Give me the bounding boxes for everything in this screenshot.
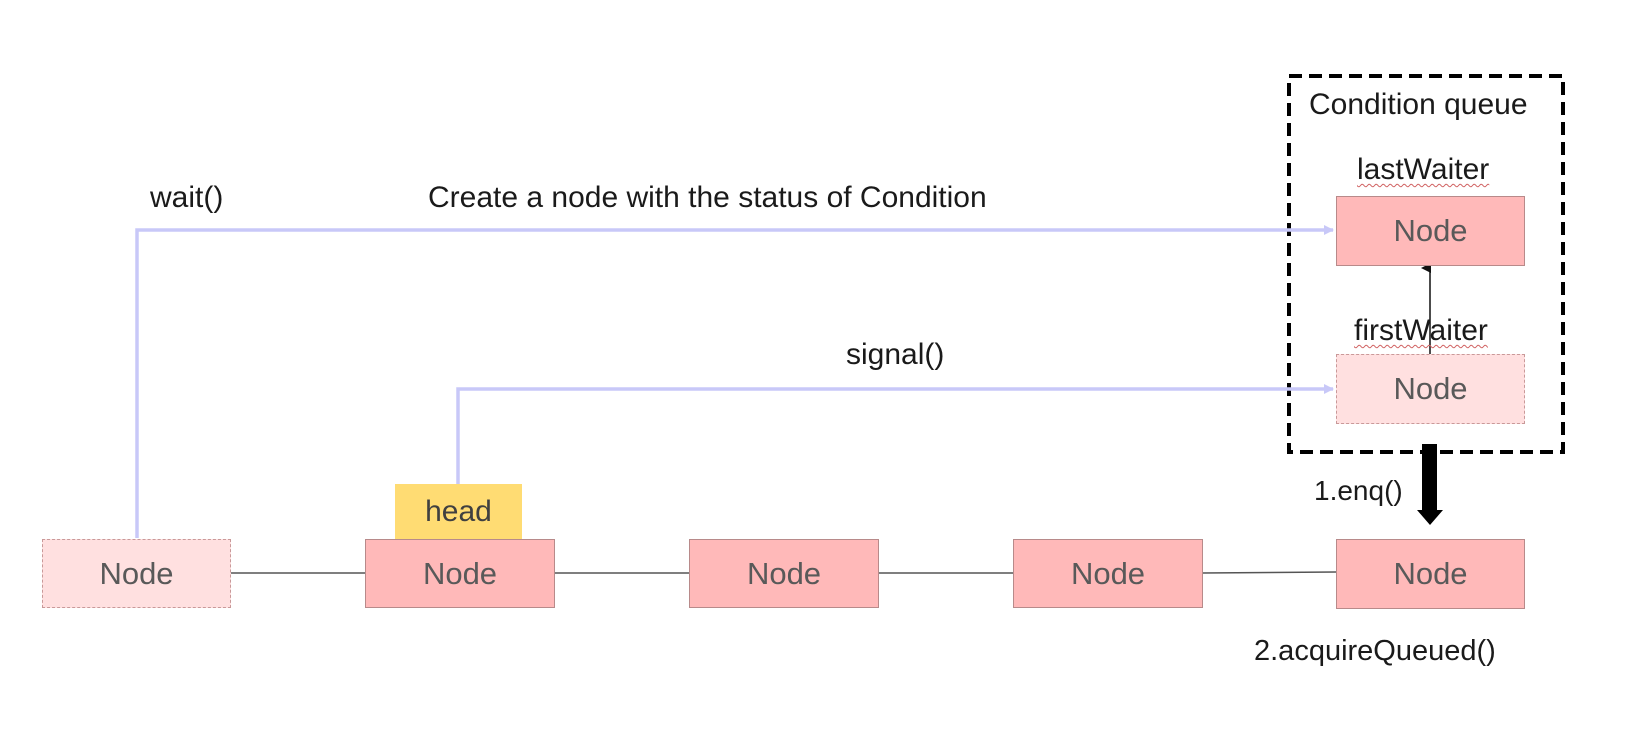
head-marker: head [395, 484, 522, 539]
wait-arrow [135, 225, 1334, 538]
queue-node: Node [689, 539, 879, 608]
queue-node: Node [1013, 539, 1203, 608]
tail-node: Node [1336, 539, 1525, 609]
last-waiter-node: Node [1336, 196, 1525, 266]
enq-arrow-head [1417, 510, 1443, 525]
head-node: Node [365, 539, 555, 608]
first-waiter-label: firstWaiter [1354, 314, 1488, 347]
enq-arrow-shaft [1422, 444, 1437, 512]
signal-arrow [456, 384, 1334, 484]
last-waiter-label: lastWaiter [1357, 153, 1490, 186]
acquire-queued-label: 2.acquireQueued() [1254, 635, 1496, 667]
new-node: Node [42, 539, 231, 608]
wait-label: wait() [150, 181, 224, 214]
enq-label: 1.enq() [1314, 475, 1403, 506]
first-waiter-node: Node [1336, 354, 1525, 424]
create-node-label: Create a node with the status of Conditi… [428, 181, 987, 214]
link-line [1201, 571, 1337, 574]
condition-queue-title: Condition queue [1309, 88, 1528, 121]
signal-label: signal() [846, 338, 945, 371]
